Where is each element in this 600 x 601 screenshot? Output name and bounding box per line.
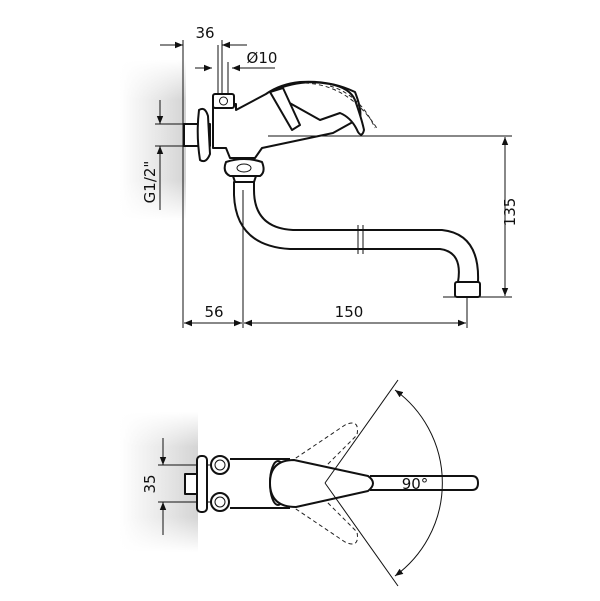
- coupling-nut: [223, 158, 265, 177]
- side-view: 36 Ø10 G1/2": [120, 24, 519, 328]
- inlet-nut-top: [210, 455, 230, 475]
- dim-150-label: 150: [335, 303, 364, 321]
- aerator: [454, 281, 481, 298]
- dim-56-label: 56: [204, 303, 223, 321]
- rotation-arc: [394, 389, 443, 577]
- wall-rose: [196, 107, 211, 163]
- inlet-nut-bottom: [210, 492, 230, 512]
- dim-thread-label: G1/2": [141, 161, 159, 204]
- wall-rose-top: [196, 455, 208, 513]
- dim-36-label: 36: [195, 24, 214, 42]
- dim-35-label: 35: [141, 474, 159, 493]
- dim-135-label: 135: [501, 198, 519, 227]
- lever-handle-top: [269, 459, 374, 508]
- dim-diameter-label: Ø10: [247, 49, 278, 67]
- dim-angle-label: 90°: [402, 475, 429, 493]
- top-view: 35 90°: [120, 379, 479, 587]
- spout: [233, 181, 480, 283]
- top-nut: [212, 93, 235, 109]
- lever-handle: [269, 81, 365, 136]
